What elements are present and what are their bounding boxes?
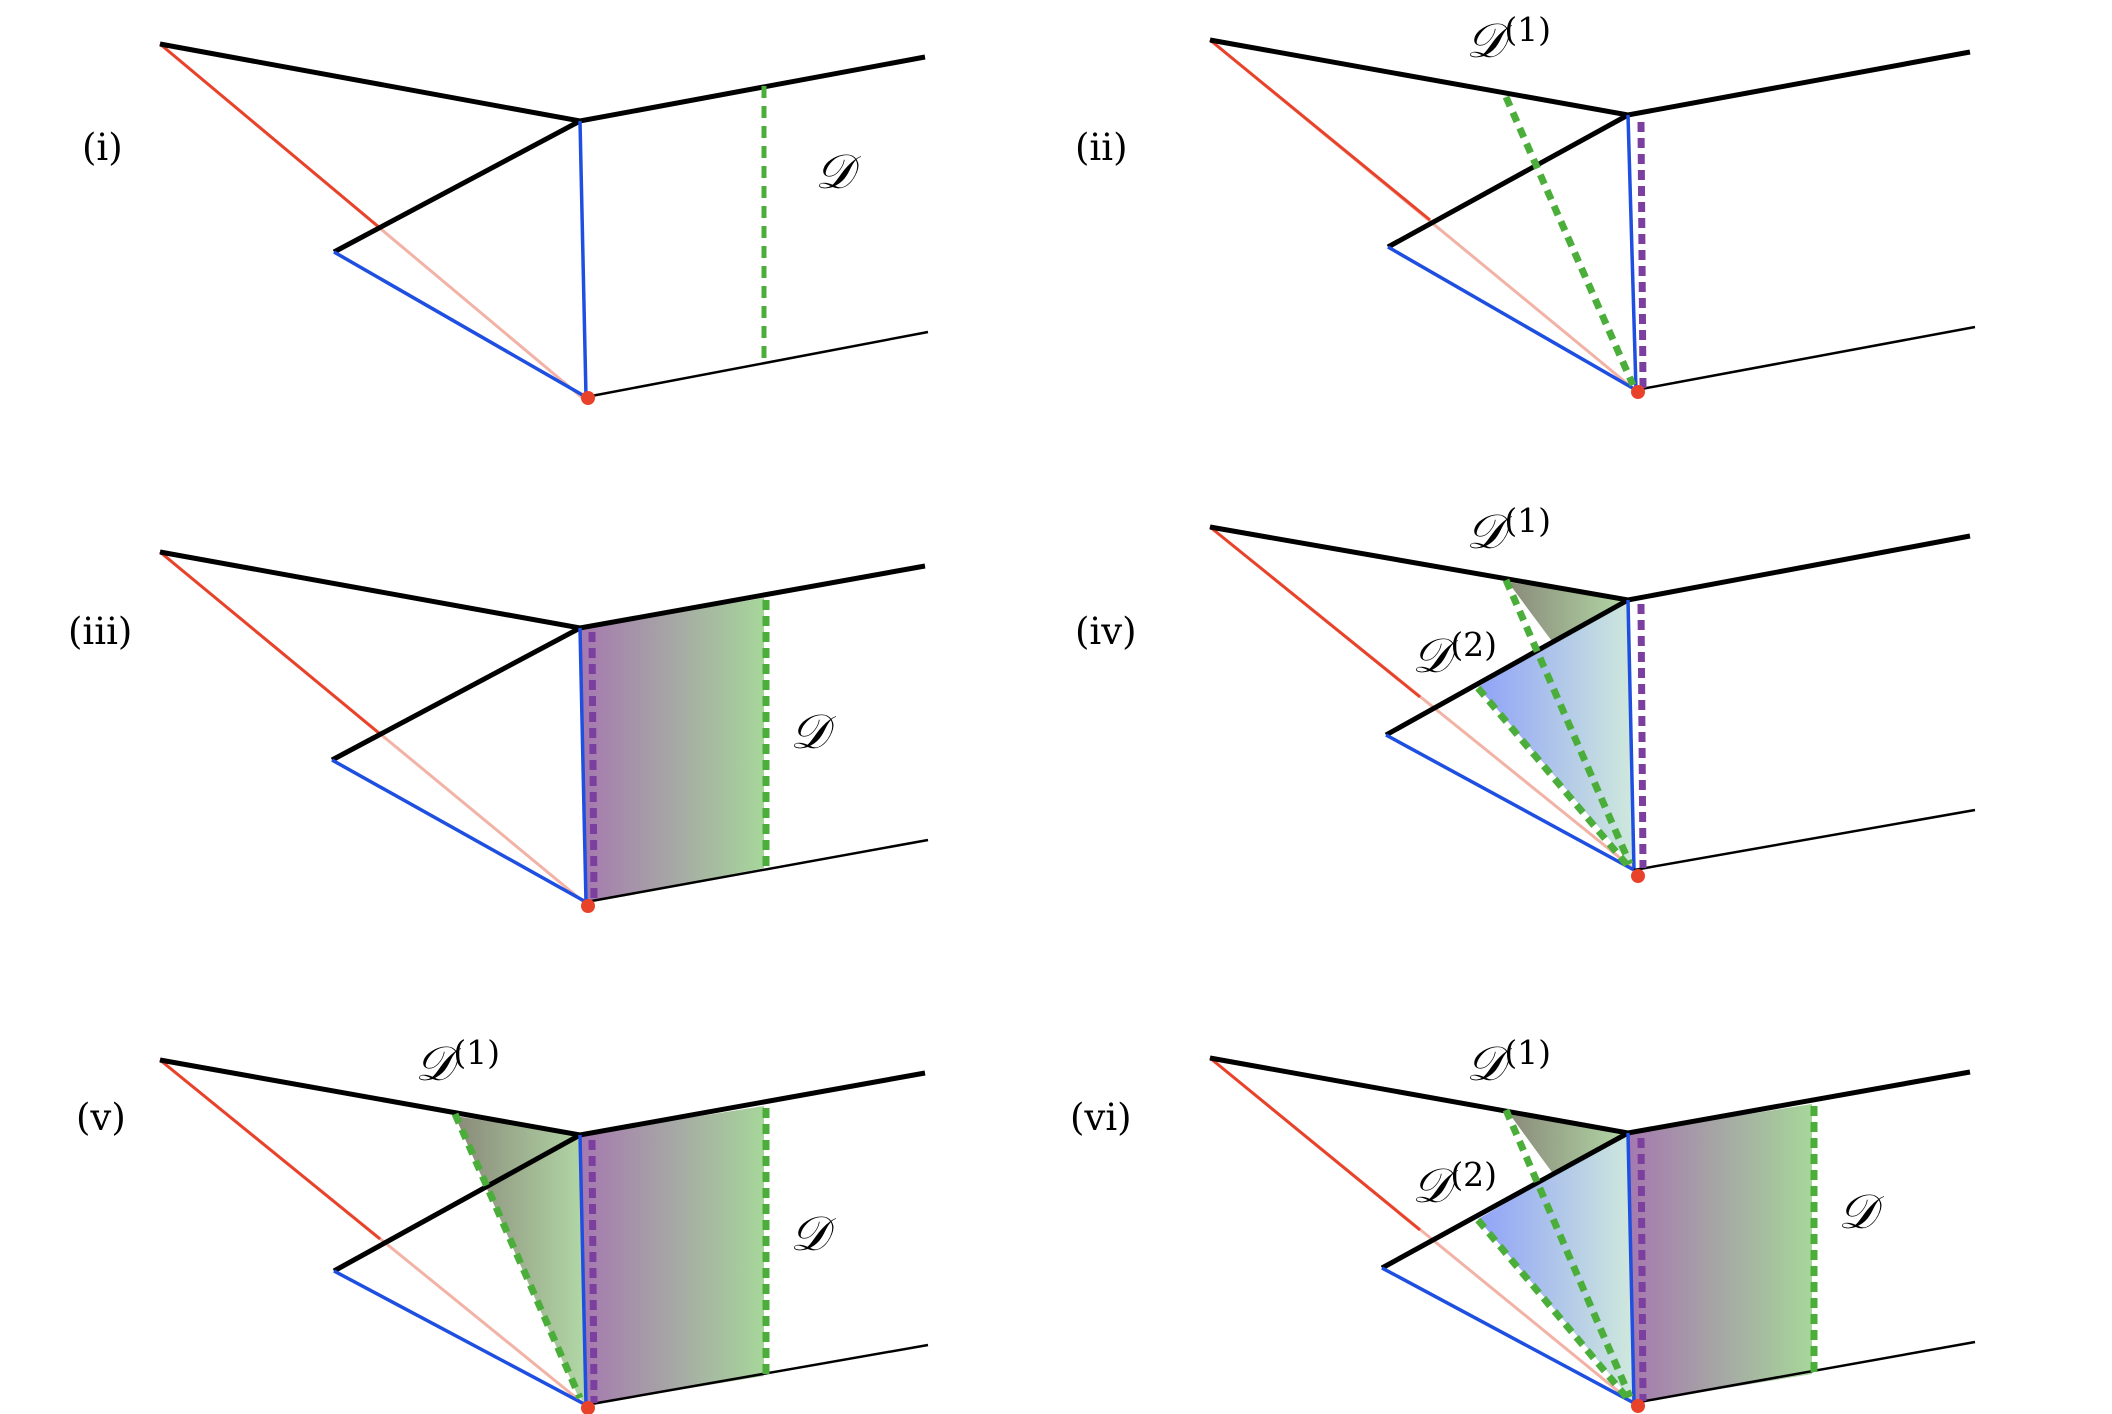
panel-iii: (iii) 𝒟 — [68, 549, 929, 913]
d2-label: 𝒟(2) — [1412, 625, 1497, 684]
blue-lower-edge — [1387, 245, 1637, 392]
red-diagonal — [1209, 525, 1421, 699]
panel-label: (ii) — [1075, 126, 1128, 169]
red-vertex — [581, 899, 595, 913]
upper-edge — [1209, 37, 1971, 118]
panel-label: (v) — [76, 1096, 126, 1139]
red-vertex — [581, 1401, 595, 1414]
red-vertex — [1631, 385, 1645, 399]
gradient-region-d — [1628, 1104, 1812, 1403]
green-dotted-line-d1 — [1502, 1108, 1634, 1399]
blue-lower-edge — [333, 250, 587, 399]
blue-vertical-edge — [578, 120, 588, 398]
red-vertex — [1631, 869, 1645, 883]
blue-lower-edge — [1381, 1266, 1635, 1405]
red-vertex — [1631, 1399, 1645, 1413]
d-label: 𝒟 — [1838, 1184, 1885, 1240]
green-dotted-line-d1 — [451, 1112, 584, 1400]
lower-edge — [585, 1343, 929, 1407]
upper-edge — [159, 41, 926, 124]
upper-edge — [159, 1057, 926, 1138]
purple-dotted-line — [1637, 603, 1647, 869]
upper-edge — [1209, 1055, 1971, 1136]
front-edge — [332, 1132, 582, 1274]
gradient-region-d2 — [1478, 600, 1634, 868]
blue-lower-edge — [331, 758, 587, 904]
d1-label: 𝒟(1) — [1466, 1033, 1551, 1092]
panel-ii: (ii) 𝒟(1) — [1075, 10, 1976, 399]
purple-dotted-line — [588, 631, 598, 901]
panel-vi: (vi) 𝒟(1) 𝒟(2) 𝒟 — [1070, 1033, 1976, 1413]
gradient-region-d1 — [1508, 582, 1628, 644]
gradient-region-d — [580, 1106, 764, 1405]
d1-label: 𝒟(1) — [1466, 10, 1551, 69]
blue-vertical-edge — [1626, 114, 1638, 391]
blue-lower-edge — [1385, 733, 1635, 872]
blue-vertical-edge — [1626, 599, 1636, 871]
panel-label: (iv) — [1075, 610, 1137, 653]
panel-i: (i) 𝒟 — [82, 41, 929, 405]
d-label: 𝒟 — [790, 1206, 837, 1262]
purple-dotted-line — [1637, 1137, 1647, 1402]
panel-v: (v) 𝒟(1) 𝒟 — [76, 1033, 929, 1414]
front-edge — [330, 625, 582, 763]
blue-lower-edge — [333, 1269, 587, 1407]
red-diagonal — [159, 1058, 381, 1241]
green-dotted-line-d1 — [1502, 578, 1634, 866]
red-diagonal — [159, 550, 381, 736]
green-dotted-line-d2 — [1475, 1217, 1631, 1402]
lower-edge — [1633, 808, 1976, 872]
d-label: 𝒟 — [815, 144, 862, 200]
gradient-region-d — [580, 598, 764, 902]
lower-edge — [1635, 325, 1976, 392]
green-dotted-line-d2 — [1475, 685, 1631, 869]
d2-label: 𝒟(2) — [1412, 1155, 1497, 1214]
d1-label: 𝒟(1) — [1466, 501, 1551, 560]
front-edge — [332, 118, 582, 255]
red-diagonal — [1209, 1056, 1421, 1232]
green-dotted-line — [1502, 95, 1637, 387]
blue-vertical-edge — [578, 627, 588, 903]
lower-edge — [1633, 1340, 1976, 1405]
blue-vertical-edge — [578, 1134, 588, 1406]
panel-label: (vi) — [1070, 1096, 1132, 1139]
upper-edge — [159, 549, 926, 631]
red-diagonal — [1209, 38, 1431, 222]
d1-label: 𝒟(1) — [415, 1033, 500, 1092]
purple-dotted-line — [1637, 121, 1647, 391]
blue-vertical-edge — [1626, 1132, 1636, 1404]
front-edge — [1384, 597, 1630, 738]
d-label: 𝒟 — [790, 704, 837, 760]
lower-edge — [585, 330, 929, 399]
lower-edge — [585, 838, 929, 904]
front-edge — [1386, 112, 1630, 250]
red-vertex — [581, 391, 595, 405]
red-diagonal — [159, 42, 381, 230]
panel-label: (i) — [82, 126, 123, 169]
panel-iv: (iv) 𝒟(1) 𝒟(2) — [1075, 501, 1976, 883]
front-edge — [1380, 1130, 1630, 1271]
purple-dotted-line — [588, 1139, 598, 1404]
panel-label: (iii) — [68, 610, 132, 653]
upper-edge — [1209, 524, 1971, 603]
gradient-region-d2 — [1478, 1133, 1634, 1403]
